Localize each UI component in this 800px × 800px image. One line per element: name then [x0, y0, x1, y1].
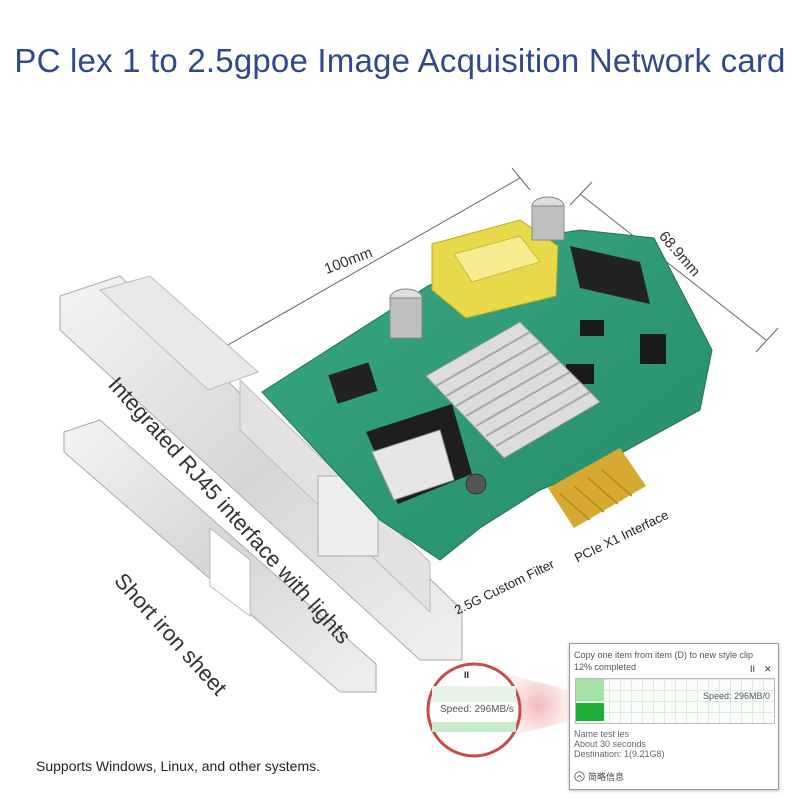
copy-description: Copy one item from item (D) to new style…	[574, 650, 754, 660]
full-height-bracket	[59, 275, 463, 661]
copy-progress-dialog: Copy one item from item (D) to new style…	[569, 643, 779, 790]
less-info-label: 简略信息	[588, 772, 625, 782]
short-bracket	[63, 419, 377, 693]
time-remaining: About 30 seconds	[574, 739, 647, 749]
zoom-cone	[508, 674, 568, 736]
close-button[interactable]: ✕	[764, 664, 772, 674]
magnifier-speed-text: Speed: 296MB/s	[440, 704, 514, 715]
pause-button[interactable]: II	[750, 664, 756, 674]
speed-text: Speed: 296MB/0	[702, 691, 770, 701]
progress-bar-dark	[576, 703, 604, 721]
transfer-speed-graph: Speed: 296MB/0	[575, 678, 775, 724]
os-support-note: Supports Windows, Linux, and other syste…	[36, 758, 321, 774]
chevron-up-icon	[574, 771, 585, 782]
destination: Destination: 1(9.21G8)	[574, 749, 665, 759]
magnifier-pause-icon: II	[464, 670, 470, 680]
less-info-button[interactable]: 简略信息	[574, 770, 624, 783]
product-title: PC lex 1 to 2.5gpoe Image Acquisition Ne…	[14, 42, 786, 79]
progress-text: 12% completed	[574, 662, 637, 672]
network-card-pcb	[261, 196, 713, 561]
file-name: Name test les	[574, 729, 630, 739]
dimension-line-width	[569, 181, 779, 353]
progress-bar-light	[576, 679, 604, 701]
